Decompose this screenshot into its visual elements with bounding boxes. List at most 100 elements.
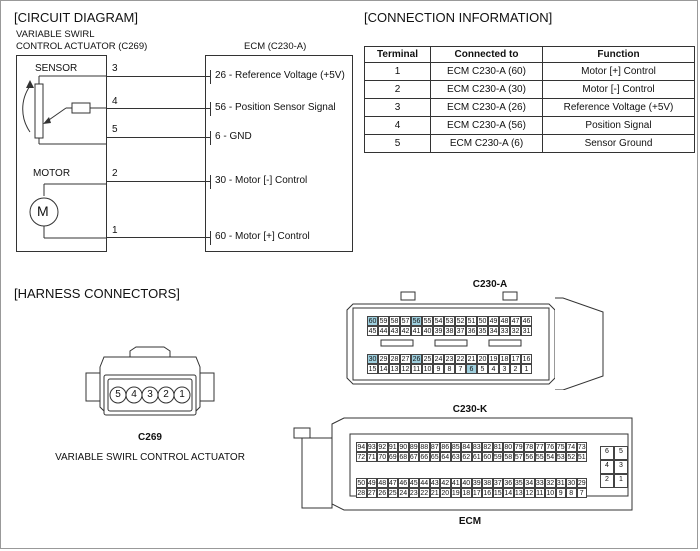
c230a-pin-47: 47	[510, 316, 521, 326]
c230a-pin-25: 25	[422, 354, 433, 364]
pin-2: 2	[112, 168, 118, 179]
bracket-30	[210, 175, 211, 189]
c230k-side-pin-5: 5	[614, 446, 628, 460]
connected-cell: ECM C230-A (26)	[430, 98, 543, 117]
c230k-pin-37: 37	[492, 478, 503, 488]
c230a-pin-31: 31	[521, 326, 532, 336]
c230k-pin-51: 51	[576, 452, 587, 462]
motor-icon	[29, 183, 106, 239]
c230k-side-pin-4: 4	[600, 460, 614, 474]
c230k-pin-49: 49	[366, 478, 377, 488]
signal-26: 26 - Reference Voltage (+5V)	[213, 70, 345, 81]
col-function: Function	[542, 46, 695, 63]
c230k-pin-21: 21	[429, 488, 440, 498]
c230k-pin-72: 72	[356, 452, 367, 462]
connection-table: Terminal Connected to Function 1 ECM C23…	[364, 46, 695, 153]
c230a-pin-32: 32	[510, 326, 521, 336]
c230a-pin-42: 42	[400, 326, 411, 336]
c230a-pin-34: 34	[488, 326, 499, 336]
c230k-pin-81: 81	[492, 442, 503, 452]
c230a-pin-27: 27	[400, 354, 411, 364]
c230k-pin-56: 56	[524, 452, 535, 462]
signal-56: 56 - Position Sensor Signal	[213, 102, 336, 113]
c230k-pin-90: 90	[398, 442, 409, 452]
actuator-title-line1: VARIABLE SWIRL	[16, 29, 95, 40]
c230a-pin-21: 21	[466, 354, 477, 364]
c230a-pin-56: 56	[411, 316, 422, 326]
c230a-pin-55: 55	[422, 316, 433, 326]
c230k-pin-24: 24	[398, 488, 409, 498]
c230k-pin-46: 46	[398, 478, 409, 488]
c230a-pin-9: 9	[433, 364, 444, 374]
c230k-pin-27: 27	[366, 488, 377, 498]
c269-connector-icon	[85, 346, 215, 416]
c230k-pin-42: 42	[440, 478, 451, 488]
c230k-pin-32: 32	[545, 478, 556, 488]
c230k-pin-45: 45	[408, 478, 419, 488]
c230k-pin-83: 83	[471, 442, 482, 452]
c230a-pin-14: 14	[378, 364, 389, 374]
c230a-connector-icon	[346, 291, 604, 390]
connected-cell: ECM C230-A (30)	[430, 80, 543, 99]
c230a-pin-43: 43	[389, 326, 400, 336]
c230a-pin-50: 50	[477, 316, 488, 326]
c230k-pin-59: 59	[492, 452, 503, 462]
bracket-26	[210, 70, 211, 84]
c230k-pin-34: 34	[524, 478, 535, 488]
c230k-label: C230-K	[452, 404, 488, 415]
c230k-pin-47: 47	[387, 478, 398, 488]
harness-heading: [HARNESS CONNECTORS]	[14, 286, 180, 301]
c230k-pin-65: 65	[429, 452, 440, 462]
c230k-pin-74: 74	[566, 442, 577, 452]
ecm-box	[205, 55, 353, 252]
c230k-pin-76: 76	[545, 442, 556, 452]
c230k-pin-63: 63	[450, 452, 461, 462]
c230k-pin-80: 80	[503, 442, 514, 452]
c269-label: C269	[138, 432, 162, 443]
c230k-pin-64: 64	[440, 452, 451, 462]
c230a-pin-30: 30	[367, 354, 378, 364]
c230a-pin-19: 19	[488, 354, 499, 364]
c230k-pin-26: 26	[377, 488, 388, 498]
ecm-label: ECM	[458, 516, 482, 527]
c230k-pin-15: 15	[492, 488, 503, 498]
c230k-side-pin-2: 2	[600, 474, 614, 488]
c230k-pin-60: 60	[482, 452, 493, 462]
c230a-pin-22: 22	[455, 354, 466, 364]
c269-pin: 2	[163, 389, 169, 400]
c230k-pin-84: 84	[461, 442, 472, 452]
c230a-pin-2: 2	[510, 364, 521, 374]
c230a-pin-37: 37	[455, 326, 466, 336]
terminal-cell: 2	[364, 80, 431, 99]
c230a-pin-54: 54	[433, 316, 444, 326]
terminal-cell: 4	[364, 116, 431, 135]
c230k-pin-17: 17	[471, 488, 482, 498]
c230k-pin-41: 41	[450, 478, 461, 488]
c230a-pin-18: 18	[499, 354, 510, 364]
c230k-pin-20: 20	[440, 488, 451, 498]
c230k-pin-9: 9	[555, 488, 566, 498]
c230a-pin-44: 44	[378, 326, 389, 336]
c230a-pin-16: 16	[521, 354, 532, 364]
c230k-pin-44: 44	[419, 478, 430, 488]
c230a-pin-49: 49	[488, 316, 499, 326]
c269-pin: 3	[147, 389, 153, 400]
connected-cell: ECM C230-A (56)	[430, 116, 543, 135]
motor-label: MOTOR	[33, 168, 71, 179]
ecm-title: ECM (C230-A)	[244, 41, 307, 52]
c230k-pin-66: 66	[419, 452, 430, 462]
actuator-box	[16, 55, 107, 252]
c230k-pin-93: 93	[366, 442, 377, 452]
c230k-pin-67: 67	[408, 452, 419, 462]
c230a-pin-4: 4	[488, 364, 499, 374]
c230a-pin-59: 59	[378, 316, 389, 326]
c230a-pin-3: 3	[499, 364, 510, 374]
c230k-pin-82: 82	[482, 442, 493, 452]
c230k-pin-86: 86	[440, 442, 451, 452]
table-row: 1 ECM C230-A (60) Motor [+] Control	[364, 62, 695, 81]
terminal-cell: 1	[364, 62, 431, 81]
c230k-pin-52: 52	[566, 452, 577, 462]
wire-pin3	[107, 76, 210, 77]
c230a-pin-15: 15	[367, 364, 378, 374]
c230a-pin-8: 8	[444, 364, 455, 374]
